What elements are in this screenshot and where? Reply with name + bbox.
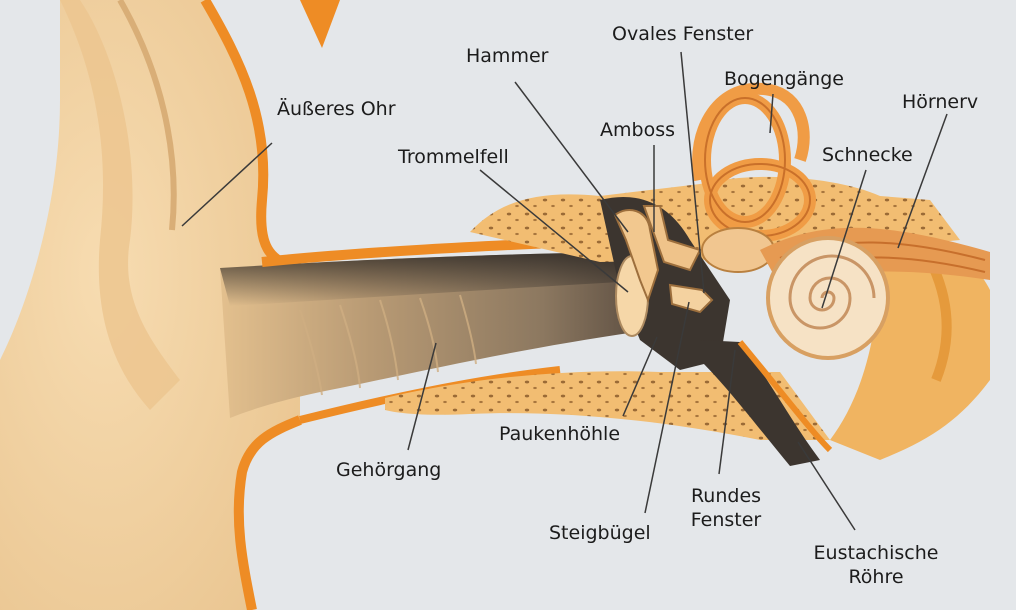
label-stapes: Steigbügel [549,521,651,545]
label-eustachian-tube-line1: Eustachische [806,541,946,565]
label-outer-ear: Äußeres Ohr [277,97,396,121]
label-hammer: Hammer [466,44,548,68]
label-ear-canal: Gehörgang [336,458,441,482]
label-semicircular-canals: Bogengänge [724,67,844,91]
label-round-window-line1: Rundes [686,484,766,508]
label-round-window: Rundes Fenster [686,484,766,532]
label-eustachian-tube: Eustachische Röhre [806,541,946,589]
label-eustachian-tube-line2: Röhre [806,565,946,589]
label-oval-window: Ovales Fenster [612,22,753,46]
label-auditory-nerve: Hörnerv [902,90,978,114]
cochlea-shape [768,238,888,358]
label-incus: Amboss [600,118,675,142]
label-cochlea: Schnecke [822,143,913,167]
label-round-window-line2: Fenster [686,508,766,532]
label-tympanic-cavity: Paukenhöhle [499,422,620,446]
label-eardrum: Trommelfell [398,145,509,169]
